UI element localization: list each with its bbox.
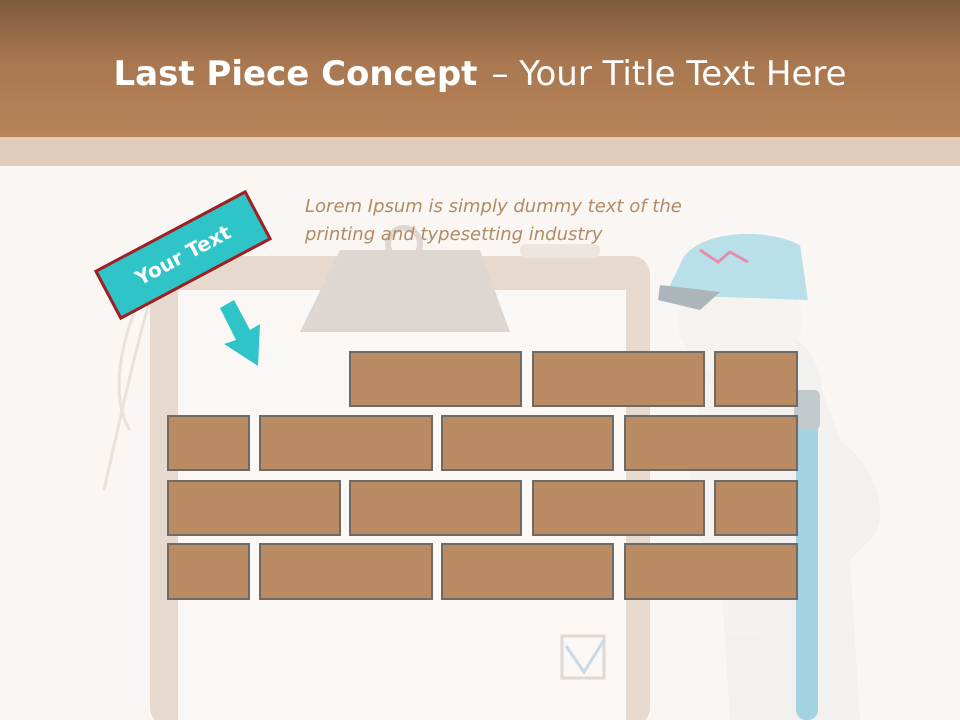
body-text: Lorem Ipsum is simply dummy text of the …: [305, 196, 682, 245]
clipboard-illustration: [102, 225, 650, 720]
brick: [532, 351, 705, 407]
down-arrow-icon: [220, 300, 260, 366]
slide-title: Last Piece Concept – Your Title Text Here: [0, 52, 960, 96]
brick: [349, 480, 522, 536]
brick: [441, 415, 614, 471]
title-main: Last Piece Concept: [113, 54, 478, 94]
brick: [714, 351, 798, 407]
title-band: [0, 137, 960, 166]
brick: [167, 415, 250, 471]
brick: [349, 351, 522, 407]
brick: [441, 543, 614, 600]
title-bar: [0, 0, 960, 137]
worker-figure-illustration: [658, 233, 880, 720]
brick: [259, 543, 433, 600]
title-rest: – Your Title Text Here: [491, 54, 847, 94]
brick: [532, 480, 705, 536]
brick: [624, 415, 798, 471]
brick: [714, 480, 798, 536]
brick: [167, 543, 250, 600]
brick: [167, 480, 341, 536]
brick: [624, 543, 798, 600]
brick: [259, 415, 433, 471]
